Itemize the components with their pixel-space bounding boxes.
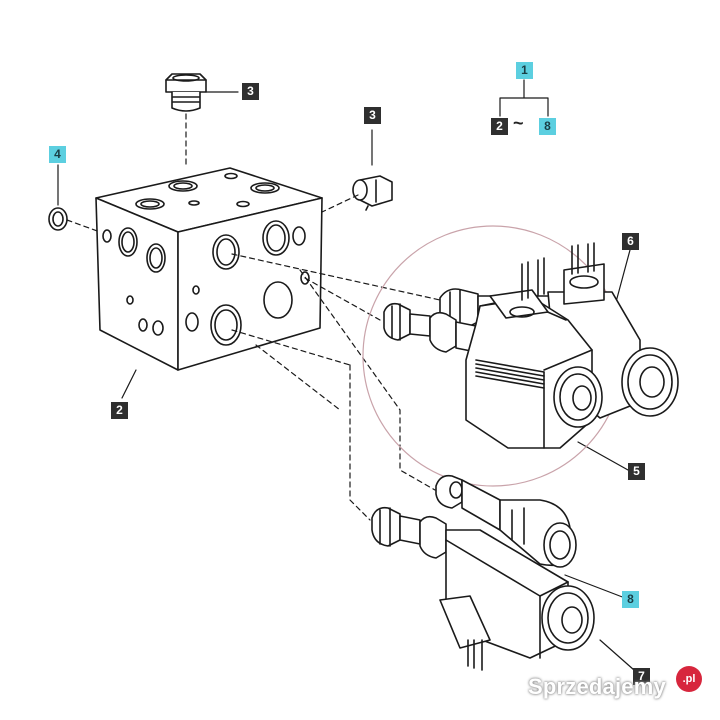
dashed-guides — [231, 253, 441, 521]
callout-7: 7 — [633, 668, 650, 685]
range-tilde: ~ — [513, 113, 524, 133]
solenoid-valve-8 — [435, 474, 577, 568]
side-plug — [321, 175, 393, 213]
callout-6: 6 — [622, 233, 639, 250]
solenoid-valve-7 — [371, 506, 595, 671]
top-plug — [165, 73, 207, 169]
callout-8-range: 8 — [539, 118, 556, 135]
callout-3-top: 3 — [242, 83, 259, 100]
manifold-block — [95, 167, 323, 371]
solenoid-valve-5 — [383, 257, 603, 449]
leader-lines — [57, 79, 635, 671]
watermark-badge: .pl — [676, 666, 702, 692]
callout-3-side: 3 — [364, 107, 381, 124]
callout-2: 2 — [111, 402, 128, 419]
watermark-text: Sprzedajemy — [528, 674, 666, 699]
callout-1: 1 — [516, 62, 533, 79]
callout-4: 4 — [49, 146, 66, 163]
washer — [48, 207, 101, 233]
callout-2-range: 2 — [491, 118, 508, 135]
callout-5: 5 — [628, 463, 645, 480]
callout-8: 8 — [622, 591, 639, 608]
